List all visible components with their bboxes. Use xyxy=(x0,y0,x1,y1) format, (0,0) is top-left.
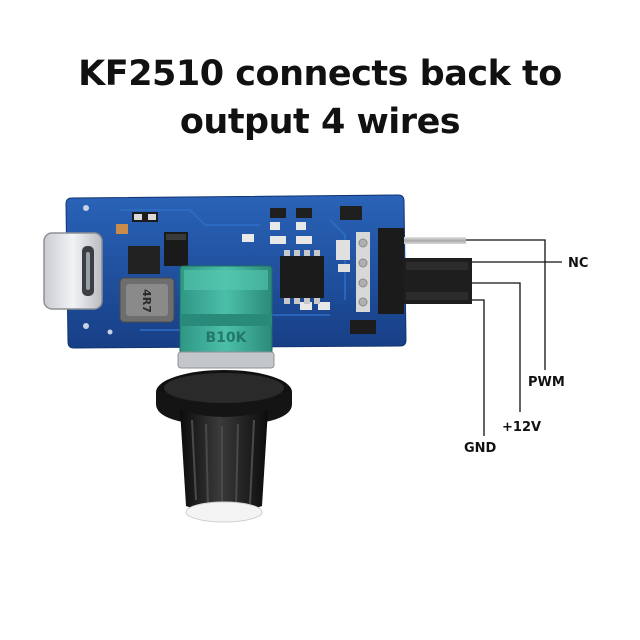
inductor-marking: 4R7 xyxy=(140,289,153,313)
usb-c-port xyxy=(43,232,103,310)
label-pwm: PWM xyxy=(528,375,565,390)
label-12v: +12V xyxy=(502,420,541,435)
label-gnd: GND xyxy=(464,441,497,456)
headline-line-1: KF2510 connects back to xyxy=(78,54,562,94)
wire-nc xyxy=(466,239,562,263)
smd-components xyxy=(116,206,376,334)
label-nc: NC xyxy=(568,256,588,271)
knob xyxy=(156,370,292,523)
ic-chip xyxy=(280,250,324,304)
wire-pwm xyxy=(472,261,546,370)
headline-line-2: output 4 wires xyxy=(179,102,461,142)
wire-lines xyxy=(466,239,562,436)
potentiometer: B10K xyxy=(177,265,275,369)
pin-header xyxy=(356,228,472,314)
inductor: 4R7 xyxy=(119,277,175,323)
wire-gnd xyxy=(472,299,485,436)
wire-12v xyxy=(472,282,521,412)
potentiometer-marking: B10K xyxy=(205,330,247,346)
